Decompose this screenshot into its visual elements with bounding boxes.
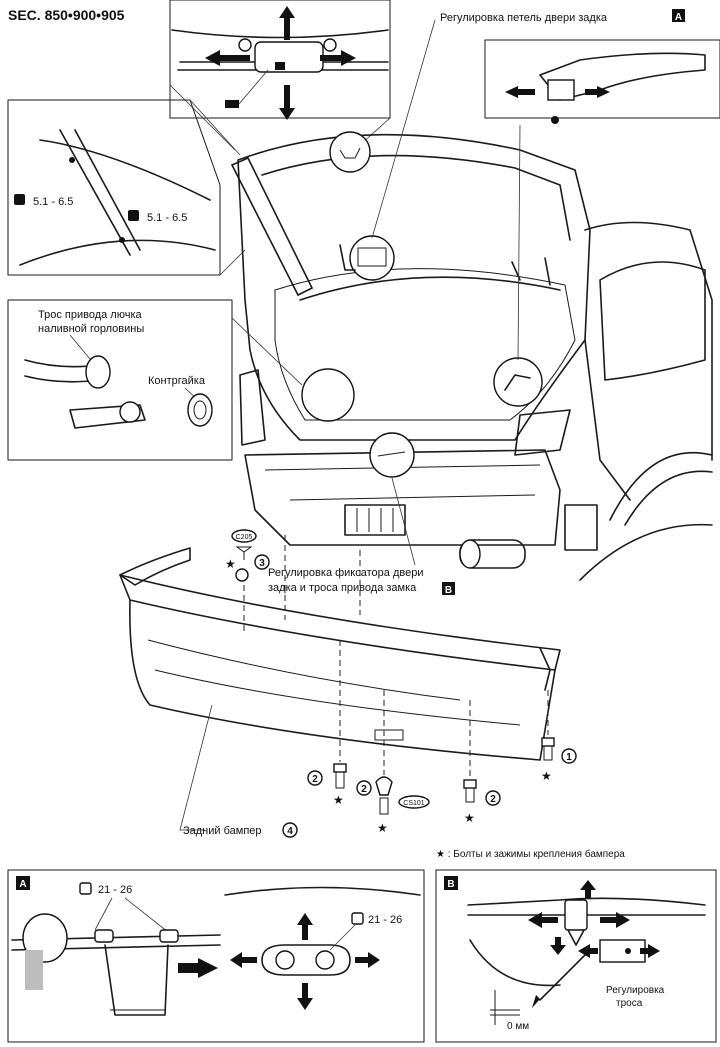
arrow-icon — [640, 944, 660, 958]
svg-text:Регулировка фиксатора двери: Регулировка фиксатора двери — [268, 567, 423, 579]
arrow-icon — [297, 913, 313, 940]
detail-circle-fuel — [301, 368, 355, 422]
detail-circle-hinge-adjust — [493, 357, 543, 407]
torque-wrench-icon — [225, 100, 239, 108]
svg-text:Трос привода лючка: Трос привода лючка — [38, 309, 143, 321]
clip-detail: C205 ★ 3 — [225, 529, 270, 632]
svg-text:5.1 - 6.5: 5.1 - 6.5 — [33, 196, 73, 208]
inset-top-hinge — [169, 0, 391, 120]
arrow-icon — [550, 937, 566, 955]
svg-text:Регулировка: Регулировка — [606, 985, 665, 996]
panel-a: A 21 - 26 21 - 26 — [7, 869, 425, 1043]
svg-text:A: A — [19, 879, 26, 890]
inset-fuel-cable: Трос привода лючка наливной горловины Ко… — [7, 299, 233, 461]
svg-text:0 мм: 0 мм — [507, 1021, 529, 1032]
svg-text:Регулировка петель двери задка: Регулировка петель двери задка — [440, 12, 608, 24]
svg-text:Задний бампер: Задний бампер — [183, 825, 262, 837]
panel-b: B Регулировка троса 0 мм — [435, 869, 717, 1043]
svg-text:2: 2 — [361, 784, 367, 795]
torque-wrench-icon — [79, 882, 92, 895]
gas-strut — [231, 157, 313, 296]
svg-text:C205: C205 — [236, 534, 253, 541]
arrow-icon — [205, 50, 250, 66]
torque-wrench-icon — [128, 210, 139, 221]
arrow-icon — [528, 912, 558, 928]
star-icon: ★ — [377, 821, 388, 835]
arrow-icon — [505, 86, 535, 98]
bolt-2c: 2 ★ — [463, 779, 501, 825]
svg-text:1: 1 — [566, 752, 572, 763]
rear-bumper — [119, 547, 561, 761]
star-icon: ★ — [541, 769, 552, 783]
svg-text:B: B — [447, 879, 454, 890]
arrow-icon — [279, 6, 295, 40]
car-rear — [237, 133, 713, 581]
clip-2b: 2 ★ CS101 — [356, 776, 430, 835]
arrow-icon — [585, 86, 610, 98]
arrow-icon — [578, 944, 598, 958]
svg-text:2: 2 — [490, 794, 496, 805]
arrow-icon — [297, 983, 313, 1010]
inset-hinge-detail — [484, 39, 720, 124]
star-icon: ★ — [333, 793, 344, 807]
svg-text:задка и троса привода замка: задка и троса привода замка — [268, 582, 417, 594]
inset-gas-strut: 5.1 - 6.5 5.1 - 6.5 — [7, 99, 221, 276]
bolt-2a: 2 ★ — [307, 763, 347, 807]
svg-text:B: B — [445, 585, 452, 596]
arrow-icon — [355, 952, 380, 968]
svg-text:4: 4 — [287, 826, 293, 837]
svg-text:Контргайка: Контргайка — [148, 375, 206, 387]
detail-circle-hinge — [329, 131, 371, 173]
detail-circle-latch — [369, 432, 415, 478]
svg-text:2: 2 — [312, 774, 318, 785]
svg-text:5.1 - 6.5: 5.1 - 6.5 — [147, 212, 187, 224]
svg-text:троса: троса — [616, 998, 643, 1009]
detail-circle-striker — [349, 235, 395, 281]
arrow-icon — [320, 50, 356, 66]
svg-text:★ : Болты и зажимы крепления б: ★ : Болты и зажимы крепления бампера — [436, 848, 625, 860]
svg-text:21 - 26: 21 - 26 — [98, 884, 132, 896]
svg-text:21 - 26: 21 - 26 — [368, 914, 402, 926]
svg-text:наливной горловины: наливной горловины — [38, 323, 144, 335]
svg-text:CS101: CS101 — [403, 800, 425, 807]
arrow-icon — [279, 85, 295, 120]
section-title: SEC. 850•900•905 — [8, 7, 125, 23]
arrow-icon — [178, 958, 218, 978]
star-icon: ★ — [225, 557, 236, 571]
svg-text:A: A — [675, 12, 682, 23]
arrow-icon — [600, 912, 630, 928]
torque-wrench-icon — [14, 194, 25, 205]
svg-text:3: 3 — [259, 558, 265, 569]
arrow-icon — [230, 952, 257, 968]
arrow-icon — [580, 880, 596, 898]
bolt-1: 1 ★ — [541, 737, 577, 783]
star-icon: ★ — [464, 811, 475, 825]
torque-wrench-icon — [351, 912, 364, 925]
